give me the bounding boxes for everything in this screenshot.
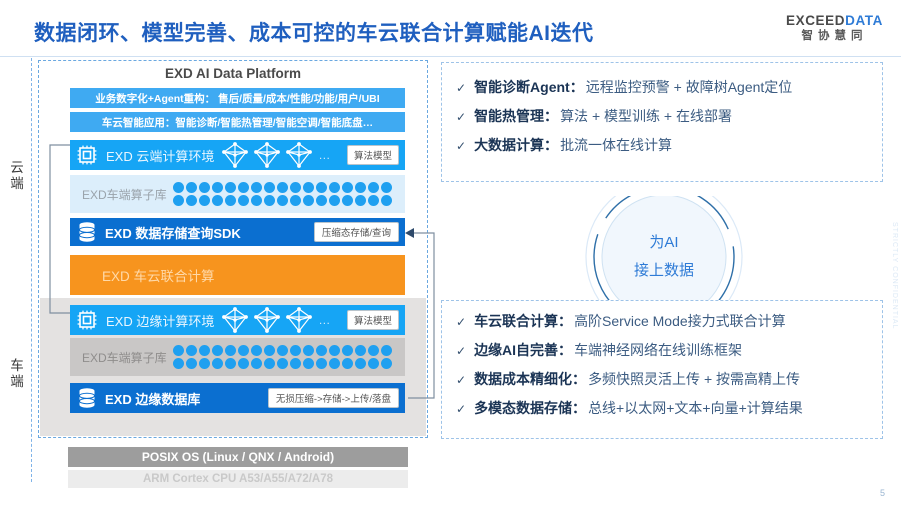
edge-operator-library-row[interactable]: EXD车端算子库 <box>70 338 405 376</box>
page-number: 5 <box>879 488 885 498</box>
check-icon: ✓ <box>456 373 467 387</box>
check-icon: ✓ <box>456 344 467 358</box>
check-icon: ✓ <box>456 315 467 329</box>
cpu-bar: ARM Cortex CPU A53/A55/A72/A78 <box>68 470 408 488</box>
side-label-vehicle: 车端 <box>10 358 24 389</box>
check-icon: ✓ <box>456 402 467 416</box>
chip-icon-edge <box>76 309 98 331</box>
cloud-vehicle-divider <box>31 58 32 482</box>
app-row-vehicle-cloud[interactable]: 车云智能应用：智能诊断/智能热管理/智能空调/智能底盘… <box>70 112 405 132</box>
cloud-operator-library-row[interactable]: EXD车端算子库 <box>70 175 405 213</box>
logo-chinese-name: 智协慧同 <box>801 29 868 42</box>
list-item-detail: 总线+以太网+文本+向量+计算结果 <box>588 400 803 416</box>
storage-sdk-tag[interactable]: 压缩态存储/查询 <box>313 222 399 242</box>
tagline-text: 为AI 接上数据 <box>578 196 750 318</box>
operator-dots-cloud <box>172 182 392 206</box>
edge-database-label: EXD 边缘数据库 <box>105 391 201 407</box>
operator-dots-edge <box>172 345 392 369</box>
tagline-line-1: 为AI <box>649 233 679 251</box>
list-item-detail: 远程监控预警 + 故障树Agent定位 <box>585 79 793 95</box>
list-item: ✓ 智能诊断Agent： 远程监控预警 + 故障树Agent定位 <box>456 77 882 97</box>
list-item-title: 边缘AI自完善： <box>474 342 573 358</box>
confidential-watermark: STRICTLY CONFIDENTIAL <box>891 222 898 330</box>
list-item-detail: 多频快照灵活上传 + 按需高精上传 <box>588 371 801 387</box>
benefits-list-bottom: ✓ 车云联合计算： 高阶Service Mode接力式联合计算 ✓ 边缘AI自完… <box>442 301 882 418</box>
logo-wordmark: EXCEEDDATA <box>786 14 883 28</box>
company-logo: EXCEEDDATA 智协慧同 <box>786 14 883 42</box>
list-item-detail: 批流一体在线计算 <box>560 137 673 153</box>
ellipsis-edge: … <box>318 313 332 327</box>
neural-network-icons: … <box>220 142 331 168</box>
edge-operator-library-label: EXD车端算子库 <box>82 350 167 365</box>
list-item: ✓ 多模态数据存储： 总线+以太网+文本+向量+计算结果 <box>456 398 882 418</box>
cloud-compute-tag[interactable]: 算法模型 <box>346 145 399 165</box>
edge-database-tag[interactable]: 无损压缩->存储->上传/落盘 <box>267 388 399 408</box>
cloud-operator-library-label: EXD车端算子库 <box>82 187 167 202</box>
storage-sdk-label: EXD 数据存储查询SDK <box>105 225 241 241</box>
list-item: ✓ 车云联合计算： 高阶Service Mode接力式联合计算 <box>456 311 882 331</box>
title-divider <box>0 56 901 57</box>
edge-compute-row[interactable]: EXD 边缘计算环境 … 算法模型 <box>70 305 405 335</box>
page-title-text: 数据闭环、模型完善、成本可控的车云联合计算赋能AI迭代 <box>34 22 594 45</box>
check-icon: ✓ <box>456 110 467 124</box>
logo-wordmark-data: DATA <box>845 13 883 28</box>
side-label-cloud: 云端 <box>10 160 24 191</box>
list-item: ✓ 智能热管理： 算法 + 模型训练 + 在线部署 <box>456 106 882 126</box>
database-icon <box>77 221 97 243</box>
app-row-business[interactable]: 业务数字化+Agent重构： 售后/质量/成本/性能/功能/用户/UBI <box>70 88 405 108</box>
list-item-title: 数据成本精细化： <box>474 371 587 387</box>
neural-network-icons-edge: … <box>220 307 331 333</box>
list-item: ✓ 大数据计算： 批流一体在线计算 <box>456 135 882 155</box>
tagline-circle: 为AI 接上数据 <box>578 196 750 318</box>
edge-database-row[interactable]: EXD 边缘数据库 无损压缩->存储->上传/落盘 <box>70 383 405 413</box>
list-item: ✓ 边缘AI自完善： 车端神经网络在线训练框架 <box>456 340 882 360</box>
logo-wordmark-exceed: EXCEED <box>785 13 846 28</box>
os-bar: POSIX OS (Linux / QNX / Android) <box>68 447 408 467</box>
edge-compute-label: EXD 边缘计算环境 <box>106 313 215 329</box>
edge-compute-tag[interactable]: 算法模型 <box>346 310 399 330</box>
tagline-line-2: 接上数据 <box>633 262 694 279</box>
list-item-detail: 算法 + 模型训练 + 在线部署 <box>560 108 732 124</box>
cloud-compute-row[interactable]: EXD 云端计算环境 … 算法模型 <box>70 140 405 170</box>
benefits-panel-bottom: ✓ 车云联合计算： 高阶Service Mode接力式联合计算 ✓ 边缘AI自完… <box>441 300 883 439</box>
chip-icon <box>76 144 98 166</box>
list-item-title: 大数据计算： <box>474 137 559 153</box>
list-item-title: 智能诊断Agent： <box>474 79 584 95</box>
list-item-detail: 高阶Service Mode接力式联合计算 <box>574 313 786 329</box>
page-title: 数据闭环、模型完善、成本可控的车云联合计算赋能AI迭代 <box>34 17 594 47</box>
joint-compute-row[interactable]: EXD 车云联合计算 <box>70 255 405 295</box>
check-icon: ✓ <box>456 139 467 153</box>
cloud-compute-label: EXD 云端计算环境 <box>106 148 215 164</box>
check-icon: ✓ <box>456 81 467 95</box>
list-item-title: 智能热管理： <box>474 108 559 124</box>
app-row-vehicle-cloud-label: 车云智能应用：智能诊断/智能热管理/智能空调/智能底盘… <box>101 116 374 129</box>
list-item: ✓ 数据成本精细化： 多频快照灵活上传 + 按需高精上传 <box>456 369 882 389</box>
platform-title: EXD AI Data Platform <box>164 66 302 81</box>
list-item-title: 多模态数据存储： <box>474 400 587 416</box>
benefits-list-top: ✓ 智能诊断Agent： 远程监控预警 + 故障树Agent定位 ✓ 智能热管理… <box>442 63 882 155</box>
list-item-title: 车云联合计算： <box>474 313 573 329</box>
joint-compute-label: EXD 车云联合计算 <box>102 269 215 284</box>
app-row-business-label: 业务数字化+Agent重构： 售后/质量/成本/性能/功能/用户/UBI <box>95 92 380 105</box>
benefits-panel-top: ✓ 智能诊断Agent： 远程监控预警 + 故障树Agent定位 ✓ 智能热管理… <box>441 62 883 182</box>
ellipsis-cloud: … <box>318 148 332 162</box>
database-icon-edge <box>77 387 97 409</box>
storage-sdk-row[interactable]: EXD 数据存储查询SDK 压缩态存储/查询 <box>70 218 405 246</box>
list-item-detail: 车端神经网络在线训练框架 <box>574 342 743 358</box>
